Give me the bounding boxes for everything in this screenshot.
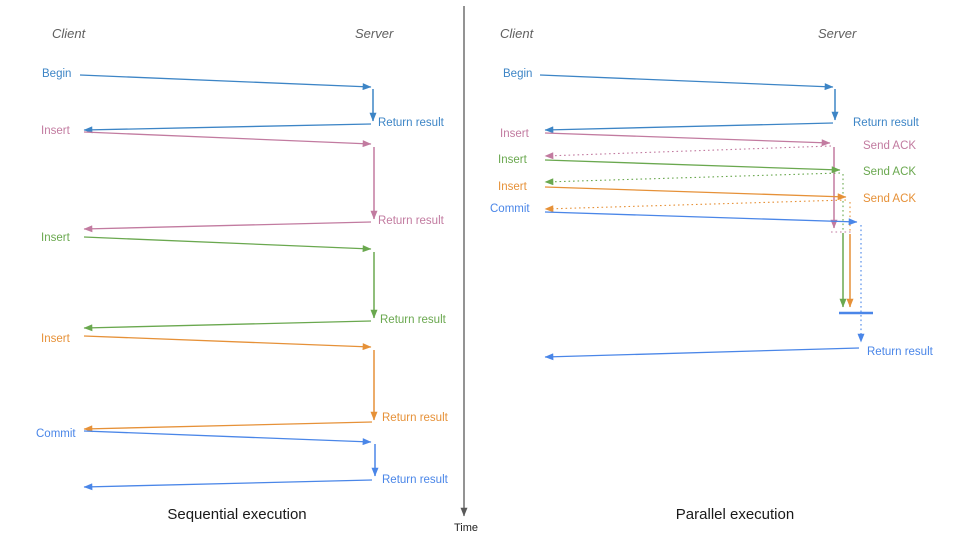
left-commit-request-arrow — [83, 430, 372, 446]
right-caption: Parallel execution — [676, 506, 794, 523]
right-insert2-request-arrow — [544, 159, 841, 174]
left-insert3-request-arrow — [83, 335, 372, 351]
left-commit-return-arrow — [83, 479, 373, 491]
right-begin-label: Begin — [503, 68, 532, 80]
right-commit-result-label: Return result — [867, 346, 934, 358]
right-begin-return-arrow — [544, 122, 834, 134]
right-insert1-ack-arrow — [544, 145, 832, 160]
left-insert3-result-label: Return result — [382, 412, 449, 424]
right-insert2-label: Insert — [498, 154, 528, 166]
right-insert1-ack-label: Send ACK — [863, 140, 916, 152]
right-commit-request-arrow — [544, 211, 858, 226]
right-begin-request-arrow — [539, 74, 834, 91]
right-begin-result-label: Return result — [853, 117, 920, 129]
left-insert1-request-arrow — [83, 131, 372, 148]
left-commit-result-label: Return result — [382, 474, 449, 486]
right-insert3-request-arrow — [544, 186, 847, 201]
left-client-header: Client — [52, 26, 87, 41]
left-commit-label: Commit — [36, 428, 76, 440]
right-insert2-ack-arrow — [544, 172, 841, 186]
left-begin-result-label: Return result — [378, 117, 445, 129]
right-insert1-label: Insert — [500, 128, 530, 140]
left-insert2-request-arrow — [83, 236, 372, 253]
right-client-header: Client — [500, 26, 535, 41]
left-insert1-label: Insert — [41, 125, 71, 137]
right-commit-return-arrow — [544, 347, 860, 361]
left-insert2-label: Insert — [41, 232, 71, 244]
left-begin-request-arrow — [79, 74, 372, 91]
left-insert2-result-label: Return result — [380, 314, 447, 326]
right-insert2-ack-label: Send ACK — [863, 166, 916, 178]
left-insert1-return-arrow — [83, 221, 372, 233]
right-insert1-request-arrow — [544, 132, 831, 147]
right-insert3-label: Insert — [498, 181, 528, 193]
left-insert3-return-arrow — [83, 421, 373, 433]
right-insert3-ack-arrow — [544, 199, 847, 213]
left-begin-return-arrow — [83, 123, 372, 134]
left-server-header: Server — [355, 26, 394, 41]
right-commit-label: Commit — [490, 203, 530, 215]
right-server-header: Server — [818, 26, 857, 41]
left-insert1-result-label: Return result — [378, 215, 445, 227]
sequential-panel: Client Server Begin Return result Insert… — [36, 26, 449, 523]
left-begin-label: Begin — [42, 68, 71, 80]
time-axis: Time — [454, 6, 478, 534]
left-insert3-label: Insert — [41, 333, 71, 345]
left-caption: Sequential execution — [167, 506, 306, 523]
right-insert3-ack-label: Send ACK — [863, 193, 916, 205]
left-insert2-return-arrow — [83, 320, 372, 332]
parallel-panel: Client Server Begin Return result Insert… — [490, 26, 934, 523]
time-axis-label: Time — [454, 522, 478, 534]
